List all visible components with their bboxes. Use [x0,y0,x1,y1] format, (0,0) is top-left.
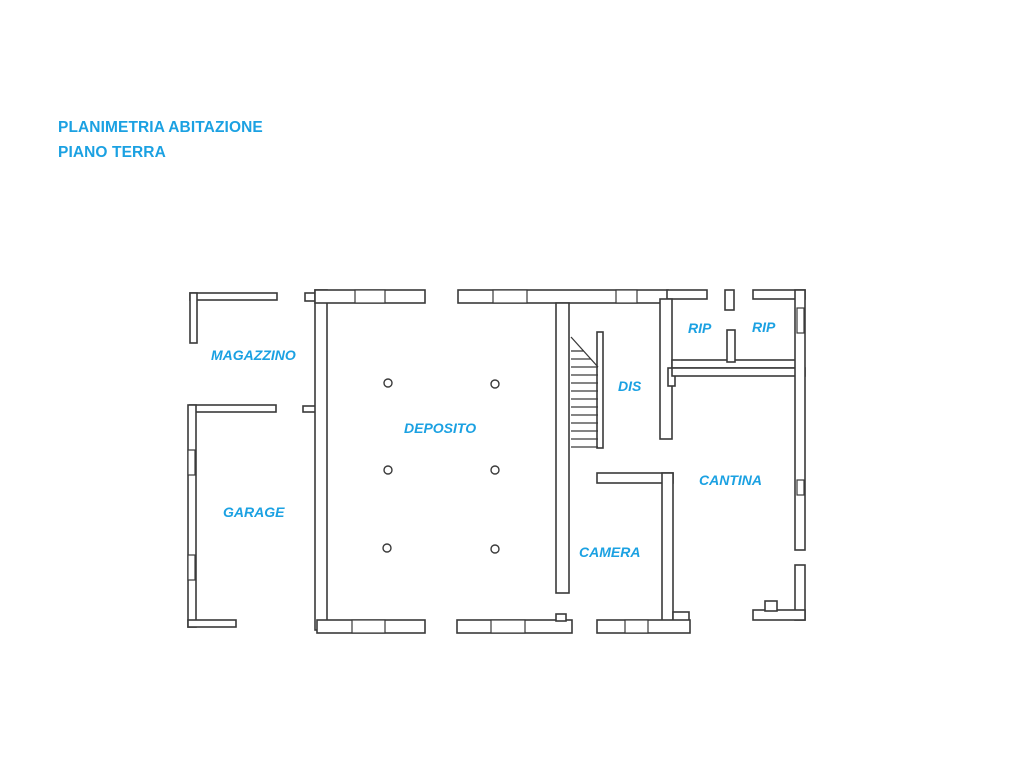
wall [189,404,277,413]
wall [752,609,806,621]
window [354,289,386,304]
window [187,449,196,476]
window [796,307,805,334]
column [383,378,393,388]
wall [596,331,604,449]
wall [724,289,735,311]
wall [794,289,806,551]
column [490,379,500,389]
staircase [570,331,604,449]
walls [187,289,806,634]
room-label-camera: CAMERA [579,544,641,560]
window [351,619,386,634]
wall [764,600,778,612]
window [615,289,638,304]
room-label-rip-1: RIP [688,320,712,336]
wall [555,302,570,594]
window [187,554,196,581]
wall [555,613,567,622]
columns [382,378,500,554]
column [490,544,500,554]
wall [187,404,197,628]
wall [666,289,708,300]
room-label-dis: DIS [618,378,642,394]
window [796,479,805,496]
wall [189,292,278,301]
plan-title: PLANIMETRIA ABITAZIONE [58,119,263,136]
room-label-deposito: DEPOSITO [404,420,477,436]
wall [189,292,198,344]
room-label-garage: GARAGE [223,504,285,520]
room-label-cantina: CANTINA [699,472,762,488]
column [490,465,500,475]
wall [726,329,736,363]
wall [302,405,317,413]
window [490,619,526,634]
plan-subtitle: PIANO TERRA [58,144,166,161]
wall [671,367,806,377]
column [383,465,393,475]
wall [314,289,328,631]
wall [187,619,237,628]
column [382,543,392,553]
window [624,619,649,634]
wall [661,472,674,624]
room-label-rip-2: RIP [752,319,776,335]
window [492,289,528,304]
room-label-magazzino: MAGAZZINO [211,347,296,363]
